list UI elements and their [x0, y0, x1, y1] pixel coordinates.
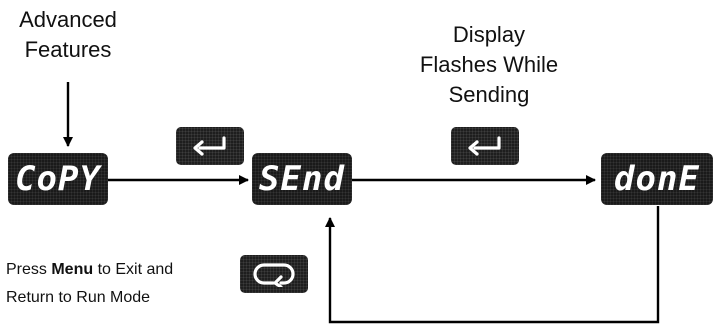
display-flashes-line-2: Flashes While	[419, 52, 559, 77]
advanced-features-line-1: Advanced	[19, 7, 117, 32]
display-send: SEnd	[252, 153, 352, 205]
advanced-features-caption: Advanced Features	[8, 5, 128, 65]
display-send-text: SEnd	[259, 159, 345, 199]
note-line-2: Return to Run Mode	[6, 289, 151, 306]
display-done-text: donE	[614, 159, 700, 199]
note-line-1: Press Menu to Exit and	[6, 256, 173, 284]
menu-exit-note: Press Menu to Exit and Return to Run Mod…	[6, 256, 173, 312]
enter-icon	[193, 136, 226, 156]
advanced-features-line-2: Features	[24, 37, 112, 62]
note-menu-word: Menu	[51, 261, 94, 278]
enter-key-1[interactable]	[176, 127, 244, 165]
note-prefix: Press	[6, 261, 52, 278]
note-suffix: to Exit and	[93, 261, 174, 278]
menu-loop-icon	[253, 263, 295, 287]
menu-key[interactable]	[240, 255, 308, 293]
arrow-done-loop-to-send	[325, 206, 660, 324]
enter-key-2[interactable]	[451, 127, 519, 165]
display-flashes-line-3: Sending	[448, 82, 530, 107]
display-copy-text: CoPY	[15, 159, 101, 199]
display-copy: CoPY	[8, 153, 108, 205]
display-flashes-caption: Display Flashes While Sending	[394, 20, 584, 110]
display-flashes-line-1: Display	[452, 22, 526, 47]
display-done: donE	[601, 153, 713, 205]
enter-icon	[468, 136, 501, 156]
